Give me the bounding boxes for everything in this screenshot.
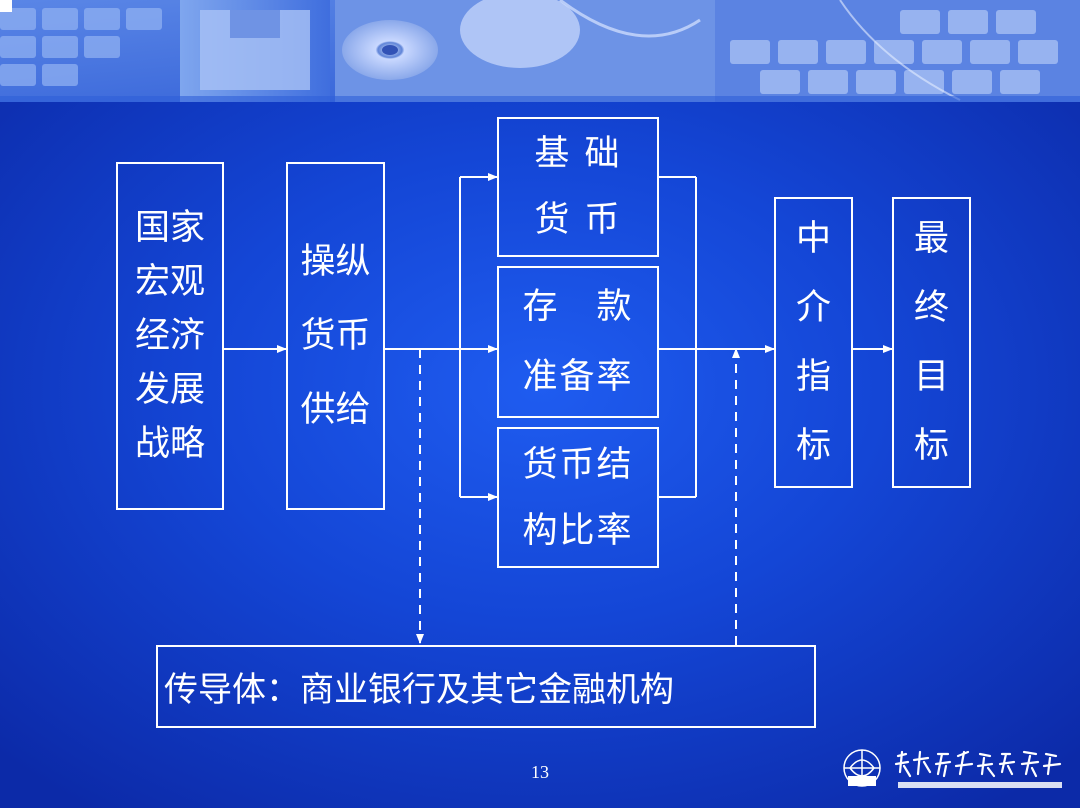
structure-ratio-line: 构比率 (522, 510, 634, 551)
page-number: 13 (531, 762, 549, 782)
base-money-line: 基 础 (534, 134, 622, 174)
transmission-medium-label: 传导体：商业银行及其它金融机构 (164, 670, 674, 710)
strategy-line: 国家 (134, 208, 205, 248)
final-line: 终 (913, 287, 949, 328)
university-seal-icon (843, 749, 881, 787)
strategy-line: 发展 (134, 370, 205, 410)
final-line: 目 (913, 356, 949, 397)
base-money-line: 货 币 (534, 200, 622, 240)
operation-line: 操纵 (300, 242, 371, 282)
intermediate-line: 指 (795, 356, 831, 397)
operation-line: 货币 (300, 316, 371, 356)
corner-marker (0, 0, 12, 12)
structure-ratio-line: 货币结 (522, 444, 634, 485)
reserve-ratio-line: 存 款 (522, 287, 634, 327)
intermediate-line: 介 (795, 287, 831, 328)
transmission-medium-box: 传导体：商业银行及其它金融机构 (156, 645, 816, 728)
reserve-ratio-box: 存 款 准备率 (497, 266, 659, 418)
intermediate-target-box: 中 介 指 标 (774, 197, 853, 488)
intermediate-line: 标 (795, 425, 831, 466)
operation-box: 操纵 货币 供给 (286, 162, 385, 510)
base-money-box: 基 础 货 币 (497, 117, 659, 257)
final-target-box: 最 终 目 标 (892, 197, 971, 488)
reserve-ratio-line: 准备率 (522, 357, 634, 397)
university-logo (843, 749, 1062, 788)
strategy-line: 宏观 (134, 262, 205, 302)
banner-image (0, 0, 1080, 102)
structure-ratio-box: 货币结 构比率 (497, 427, 659, 568)
operation-line: 供给 (300, 390, 371, 430)
final-line: 最 (913, 218, 949, 259)
calligraphy-name-icon (894, 750, 1062, 778)
strategy-line: 经济 (134, 316, 205, 356)
strategy-line: 战略 (134, 424, 205, 464)
strategy-box: 国家 宏观 经济 发展 战略 (116, 162, 224, 510)
intermediate-line: 中 (795, 218, 831, 259)
header-banner (0, 0, 1080, 102)
final-line: 标 (913, 425, 949, 466)
